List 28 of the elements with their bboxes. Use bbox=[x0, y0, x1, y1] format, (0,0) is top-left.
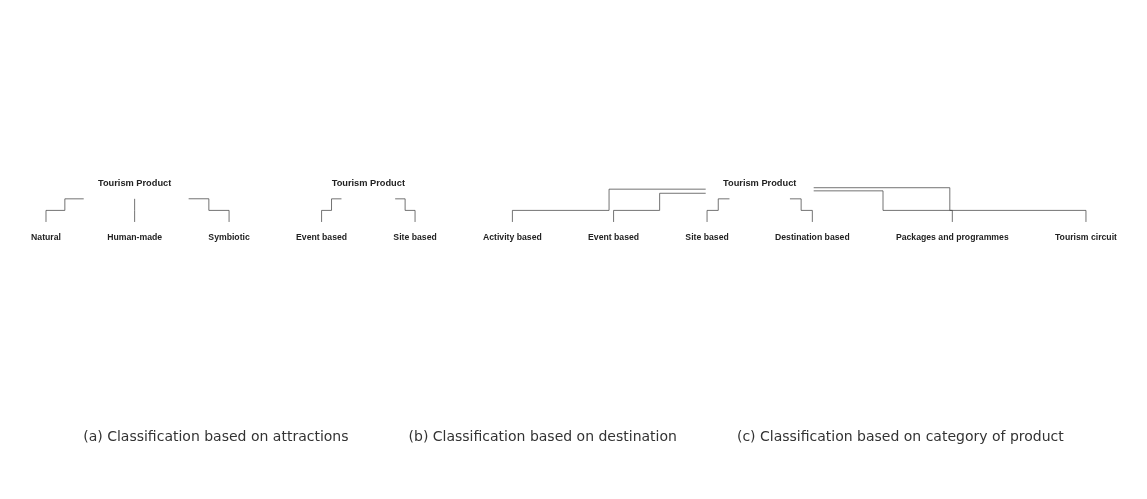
node-text: Natural bbox=[30, 231, 61, 242]
figure-caption: (b) Classification based on destination bbox=[408, 428, 677, 444]
node-text: Symbiotic bbox=[207, 231, 250, 242]
node-text: Activity based bbox=[482, 231, 542, 242]
node-text: Tourism Product bbox=[722, 178, 796, 188]
node-text: Event based bbox=[295, 231, 347, 242]
node-text: Tourism Product bbox=[331, 178, 405, 188]
node-text: Event based bbox=[587, 231, 639, 242]
node-text: Site based bbox=[392, 231, 437, 242]
connector bbox=[394, 198, 415, 223]
node-text: Destination based bbox=[774, 231, 850, 242]
node-text: Tourism circuit bbox=[1054, 231, 1117, 242]
connector bbox=[511, 188, 706, 223]
connector bbox=[45, 198, 84, 223]
connector bbox=[789, 198, 813, 223]
node-text: Packages and programmes bbox=[895, 231, 1009, 242]
node-text: Site based bbox=[684, 231, 729, 242]
node-text: Tourism Product bbox=[97, 178, 171, 188]
connector bbox=[706, 198, 730, 223]
connector bbox=[812, 190, 953, 223]
connector bbox=[812, 187, 1086, 223]
connector bbox=[320, 198, 342, 223]
figure-caption: (c) Classification based on category of product bbox=[736, 428, 1064, 444]
node-text: Human-made bbox=[106, 231, 162, 242]
connector bbox=[612, 192, 706, 223]
figure-caption: (a) Classification based on attractions bbox=[83, 428, 349, 444]
connector bbox=[133, 198, 135, 223]
connector bbox=[187, 198, 229, 223]
